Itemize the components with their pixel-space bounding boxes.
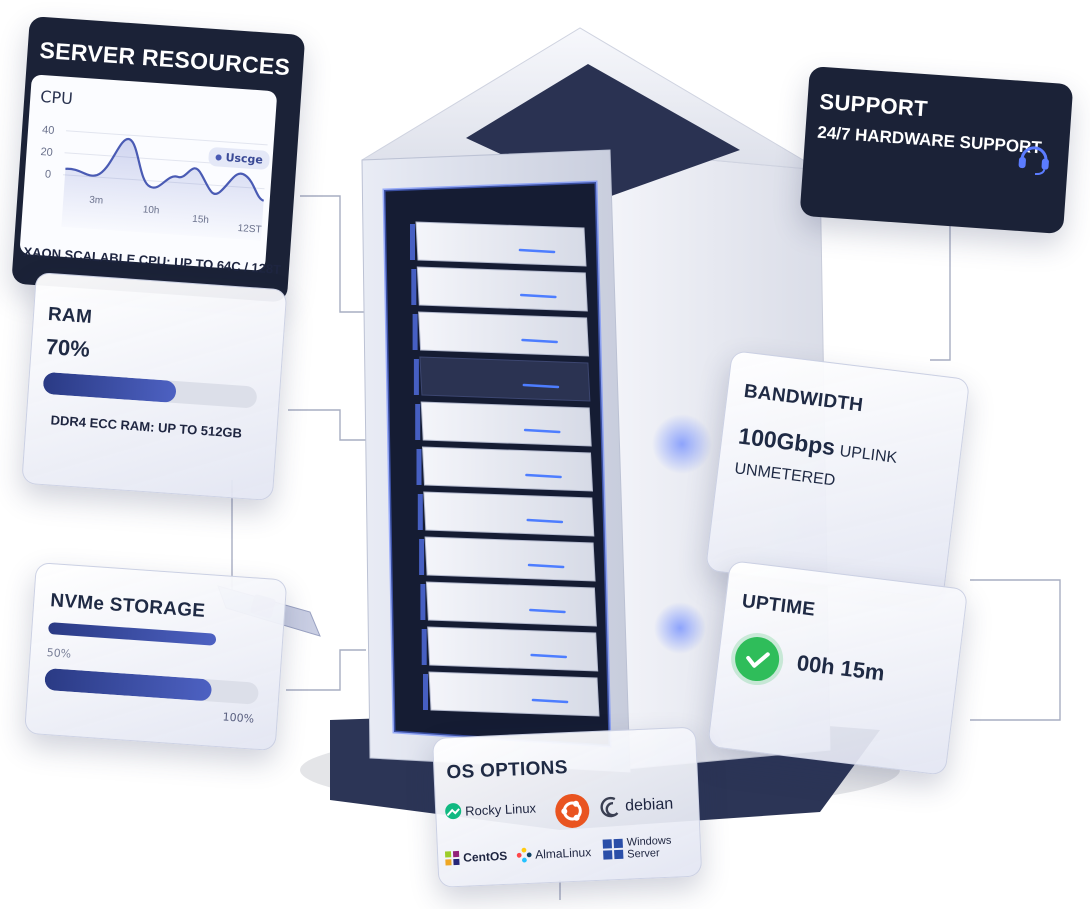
debian-icon [600,796,619,818]
almalinux-icon [516,847,532,863]
x-tick-10h: 10h [142,204,159,216]
support-panel: SUPPORT 24/7 HARDWARE SUPPORT [799,66,1074,235]
os-centos-label: CentOS [462,848,508,865]
os-rocky-linux-label: Rocky Linux [464,800,537,819]
drive-bay [424,536,596,582]
os-ubuntu[interactable] [554,792,592,830]
drive-bay-edge [410,224,415,260]
bandwidth-subtitle: UNMETERED [733,460,837,490]
bandwidth-title: BANDWIDTH [742,380,865,417]
nvme-title: NVMe STORAGE [49,590,206,622]
drive-bay-edge [417,494,423,530]
nvme-progress-bar [44,667,260,705]
legend-dot-icon [215,154,222,161]
drive-led [531,698,569,704]
control-bay [419,356,591,402]
check-icon [732,634,782,684]
cpu-legend-label: Uscge [225,151,264,167]
uptime-value: 00h 15m [795,650,886,686]
drive-led [519,293,557,299]
ram-panel: RAM 70% DDR4 ECC RAM: UP TO 512GB [21,272,288,502]
drive-bay [421,446,594,492]
drive-bay-edge [416,449,422,485]
y-tick-0: 0 [45,168,52,180]
os-debian-label: debian [624,795,674,815]
ram-value: 70% [44,333,91,362]
ram-progress-fill [42,371,177,404]
os-centos[interactable]: CentOS [444,848,508,867]
drive-bay [420,401,592,447]
support-subtitle: 24/7 HARDWARE SUPPORT [816,122,1043,158]
cpu-usage-line [65,138,265,202]
drive-bay [423,491,595,537]
drive-bay [427,626,599,672]
server-resources-panel: SERVER RESOURCES CPU 40 20 0 3m 10h 15h [11,16,306,303]
rocky-linux-icon [445,803,462,820]
uptime-panel: UPTIME 00h 15m [707,560,969,776]
os-options-title: OS OPTIONS [446,757,569,784]
cpu-card: CPU 40 20 0 3m 10h 15h 12ST Uscge [19,74,282,277]
y-tick-20: 20 [40,146,53,159]
bandwidth-speed-unit: UPLINK [838,442,899,467]
drive-bay [416,266,588,312]
x-tick-12st: 12ST [237,223,262,236]
os-debian[interactable]: debian [600,793,674,820]
drive-led [518,248,556,254]
nvme-min-label: 50% [46,645,72,661]
drive-bay-edge [412,314,418,350]
headset-icon [1018,146,1049,176]
x-tick-3m: 3m [89,195,104,207]
drive-bays [410,221,600,717]
nvme-max-label: 100% [222,710,255,726]
drive-bay-edge [415,404,421,440]
os-almalinux[interactable]: AlmaLinux [516,844,592,863]
ram-progress-bar [42,371,258,409]
uptime-title: UPTIME [740,590,817,621]
drive-led [521,338,558,344]
drive-bay-edge [421,629,427,665]
drive-led [529,608,566,614]
os-almalinux-label: AlmaLinux [534,845,592,862]
drive-bay [415,221,587,267]
os-options-panel: OS OPTIONS Rocky Linux debian CentOS Alm… [432,726,703,888]
drive-bay-edge [423,674,428,710]
drive-led [523,428,561,434]
cpu-usage-chart: 40 20 0 3m 10h 15h 12ST [40,124,268,241]
nvme-secondary-bar [48,622,217,646]
nvme-progress-fill [44,667,213,702]
ubuntu-icon [555,793,590,828]
server-resources-title: SERVER RESOURCES [38,36,292,81]
ram-description: DDR4 ECC RAM: UP TO 512GB [50,412,243,441]
os-windows-server-label: Windows Server [626,835,672,861]
drive-bay [418,311,590,357]
drive-bay-edge [411,269,417,305]
windows-icon [602,838,624,860]
drive-bay-edge [413,359,419,395]
ram-title: RAM [47,303,93,329]
support-title: SUPPORT [818,88,929,122]
os-windows-server[interactable]: Windows Server [602,835,673,862]
drive-bay [425,581,597,627]
drive-bay [428,671,600,717]
drive-bay-edge [420,584,426,620]
drive-led [525,473,562,479]
os-windows-label-line2: Server [627,847,660,861]
x-tick-15h: 15h [192,214,209,226]
drive-led [530,653,568,659]
drive-led [527,563,565,569]
centos-icon [444,850,460,866]
y-tick-40: 40 [42,124,55,137]
drive-led [522,383,560,389]
drive-led [526,518,564,524]
bandwidth-speed-value: 100Gbps [737,422,837,461]
nvme-storage-panel: NVMe STORAGE 50% 100% [24,562,288,752]
drive-bay-edge [419,539,425,575]
os-rocky-linux[interactable]: Rocky Linux [444,799,537,821]
bandwidth-speed: 100Gbps UPLINK [737,423,899,469]
